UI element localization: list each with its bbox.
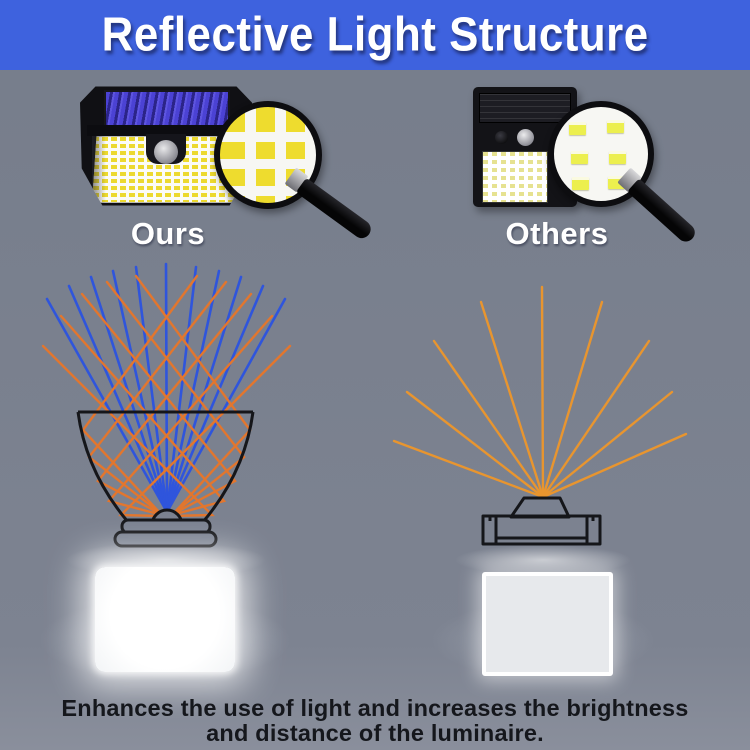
label-ours: Ours: [130, 216, 206, 251]
magnifier-handle-others: [626, 178, 699, 246]
led-chip: [569, 122, 586, 135]
indicator-lens-others: [495, 131, 508, 144]
product-photo-others: [473, 87, 577, 207]
lamp-base-top: [120, 518, 212, 535]
motion-sensor-ours: [154, 139, 178, 164]
direct-rays-ours: [45, 262, 287, 514]
caption-line-1: Enhances the use of light and increases …: [61, 695, 689, 721]
light-patch-ours: [95, 567, 235, 672]
solar-panel-ours: [104, 90, 230, 128]
page-title: Reflective Light Structure: [101, 7, 649, 62]
module-base: [481, 514, 602, 546]
led-module-others: [481, 496, 602, 546]
led-chip: [607, 120, 624, 133]
label-others: Others: [505, 216, 609, 251]
lamp-side-wing-left: [92, 136, 107, 204]
motion-sensor-others: [517, 129, 534, 146]
led-chip: [609, 151, 626, 164]
led-array-others: [482, 151, 548, 203]
lamp-base-bottom: [113, 530, 218, 548]
solar-panel-others: [479, 93, 571, 123]
title-banner: Reflective Light Structure: [0, 0, 750, 70]
rays-others: [392, 285, 688, 499]
magnifier-handle-ours: [295, 177, 375, 242]
led-dome: [150, 508, 184, 526]
caption-line-2: and distance of the luminaire.: [206, 720, 544, 746]
ground-glow-others: [455, 545, 631, 575]
lamp-frame-band: [86, 124, 246, 137]
reflector-bowl: [76, 410, 255, 548]
caption: Enhances the use of light and increases …: [0, 696, 750, 746]
flat-led-chip: [509, 496, 571, 519]
led-chip: [571, 151, 588, 164]
reflected-rays-ours: [41, 274, 292, 518]
light-patch-others: [482, 572, 613, 676]
led-chip: [572, 177, 589, 190]
